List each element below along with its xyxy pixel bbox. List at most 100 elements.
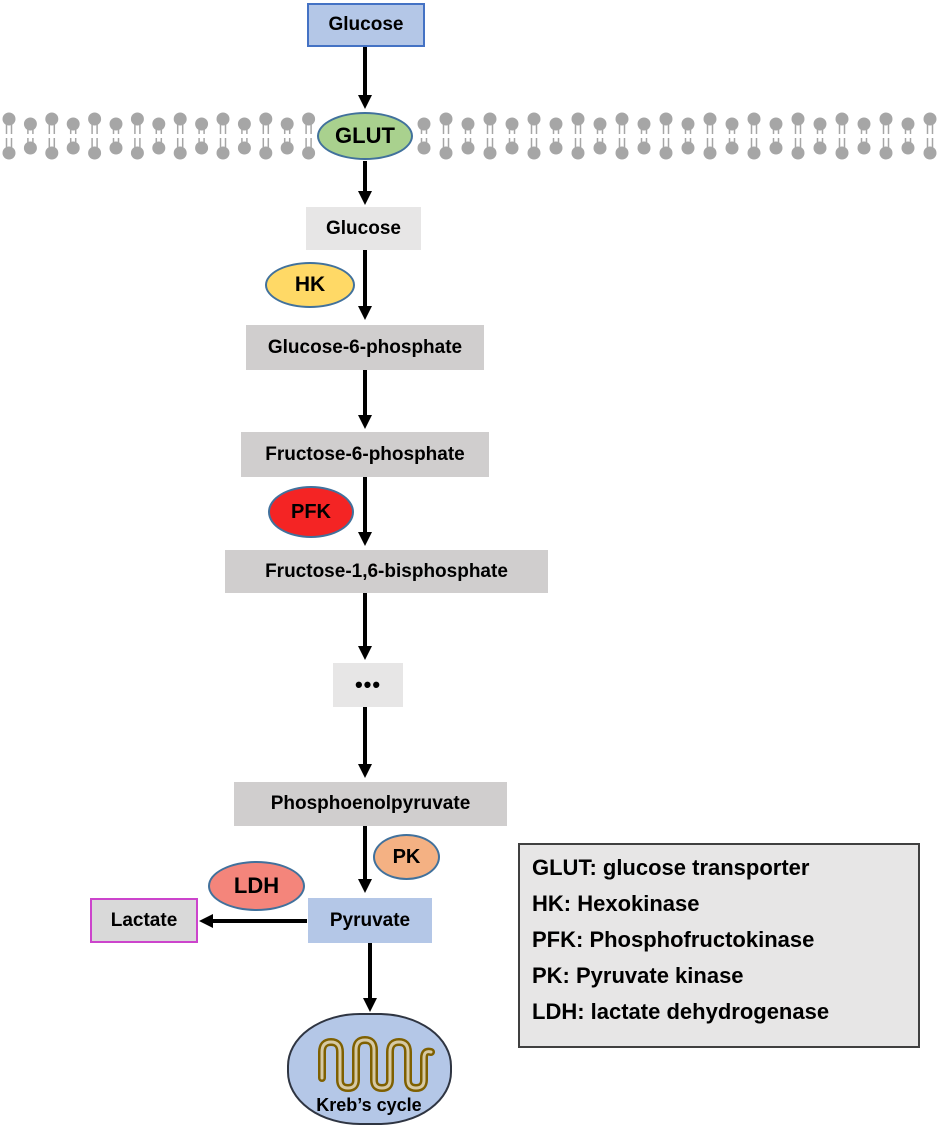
lipid-head [593,141,607,155]
lipid-head [109,141,123,155]
ldh-label: LDH [233,873,280,898]
lipid-head [527,146,541,160]
lipid-head [237,141,251,155]
lipid-pair [505,117,519,155]
mitochondrion: Kreb’s cycle [287,1013,452,1125]
lipid-head [439,112,453,126]
lipid-head [461,141,475,155]
lipid-head [88,146,102,160]
lipid-head [857,117,871,131]
lipid-head [813,117,827,131]
lipid-head [216,146,230,160]
lipid-pair [725,117,739,155]
lipid-pair [417,117,431,155]
lipid-pair [280,117,294,155]
lipid-pair [681,117,695,155]
arrow-intermediates-to-pep [358,707,372,778]
lipid-head [791,112,805,126]
glut-label: GLUT [335,123,395,148]
glut-transporter-oval: GLUT [317,112,413,160]
lipid-head [483,112,497,126]
lipid-pair [302,112,316,160]
mitochondrion-label: Kreb’s cycle [316,1095,421,1115]
lipid-pair [549,117,563,155]
intermediate-steps-box: ••• [333,663,403,707]
lipid-head [615,112,629,126]
lipid-head [549,141,563,155]
lipid-head [280,117,294,131]
lipid-head [923,112,937,126]
phosphofructokinase-oval: PFK [268,486,354,538]
lipid-head [747,112,761,126]
lipid-head [637,141,651,155]
lipid-pair [109,117,123,155]
lipid-head [879,146,893,160]
legend-item-pk: PK: Pyruvate kinase [532,963,744,988]
lipid-head [659,112,673,126]
lipid-head [593,117,607,131]
lipid-pair [571,112,585,160]
lipid-head [195,117,209,131]
fructose-6-phosphate-box: Fructose-6-phosphate [241,432,489,477]
lipid-pair [195,117,209,155]
lipid-head [527,112,541,126]
lipid-pair [461,117,475,155]
glucose-6-phosphate-box: Glucose-6-phosphate [246,325,484,370]
hexokinase-oval: HK [265,262,355,308]
lipid-head [66,141,80,155]
lipid-head [237,117,251,131]
lipid-pair [901,117,915,155]
intracellular-glucose-box: Glucose [306,207,421,250]
legend-item-pfk: PFK: Phosphofructokinase [532,927,815,952]
lipid-pair [747,112,761,160]
extracellular-glucose-label: Glucose [328,14,404,35]
lipid-head [88,112,102,126]
lipid-pair [593,117,607,155]
lipid-head [259,112,273,126]
lipid-head [417,117,431,131]
arrow-pyruvate-to-mitochondrion [363,943,377,1012]
lipid-head [66,117,80,131]
lipid-pair [527,112,541,160]
arrow-glucose-to-glut [358,47,372,109]
lipid-head [216,112,230,126]
lipid-head [23,117,37,131]
lipid-pair [703,112,717,160]
lipid-head [681,117,695,131]
lipid-head [173,146,187,160]
lactate-label: Lactate [110,909,178,931]
lipid-pair [237,117,251,155]
lipid-head [571,112,585,126]
lipid-pair [173,112,187,160]
phosphoenolpyruvate-box: Phosphoenolpyruvate [234,782,507,826]
lipid-head [923,146,937,160]
pk-label: PK [392,845,421,868]
lipid-pair [659,112,673,160]
arrow-f6p-to-f16bp [358,477,372,546]
lipid-head [302,146,316,160]
lipid-head [130,146,144,160]
lactate-box: Lactate [90,898,198,943]
intermediate-steps-label: ••• [354,672,382,697]
lipid-head [2,112,16,126]
hk-label: HK [294,273,326,296]
lipid-head [703,146,717,160]
glucose-6-phosphate-label: Glucose-6-phosphate [267,336,463,358]
arrow-glut-to-glucose [358,161,372,205]
lipid-head [152,141,166,155]
mitochondrion-cristae-inner [320,1038,433,1090]
lipid-head [549,117,563,131]
arrow-pyruvate-to-lactate [199,914,307,928]
lipid-head [681,141,695,155]
lipid-head [45,112,59,126]
lipid-pair [23,117,37,155]
lipid-head [173,112,187,126]
lipid-head [769,117,783,131]
lipid-head [835,112,849,126]
lipid-head [571,146,585,160]
lipid-head [439,146,453,160]
pfk-label: PFK [291,500,331,523]
lipid-head [879,112,893,126]
fructose-6-phosphate-label: Fructose-6-phosphate [265,443,465,465]
